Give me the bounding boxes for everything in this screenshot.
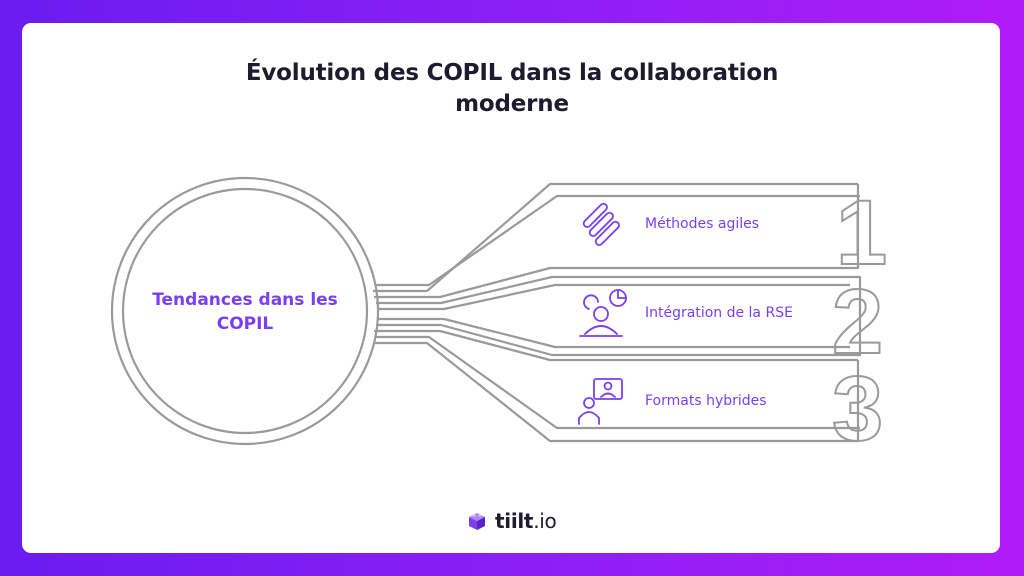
arm-1-bottom bbox=[374, 184, 860, 299]
csr-person-chart-icon bbox=[579, 289, 627, 337]
content-card bbox=[22, 23, 1000, 553]
item-label-csr-integration: Intégration de la RSE bbox=[645, 305, 793, 321]
hybrid-remote-person-icon bbox=[578, 378, 623, 425]
hub-label: Tendances dans les COPIL bbox=[152, 290, 338, 334]
item-label-agile-methods: Méthodes agiles bbox=[645, 216, 760, 232]
hub-circle-inner bbox=[121, 187, 369, 435]
brand-wordmark: tiilt.io bbox=[495, 509, 557, 533]
brand-name: tiilt bbox=[495, 509, 534, 533]
puzzle-brick-icon bbox=[469, 513, 485, 530]
arm-2-inner-top bbox=[378, 283, 850, 311]
title-line-1: Évolution des COPIL dans la collaboratio… bbox=[245, 60, 779, 86]
hub-circle-outer bbox=[110, 176, 380, 446]
number-2: 2 bbox=[832, 271, 883, 373]
agile-stripes-icon bbox=[582, 202, 620, 246]
number-3: 3 bbox=[832, 358, 883, 460]
item-label-hybrid-formats: Formats hybrides bbox=[645, 393, 767, 409]
brand-logo: tiilt.io bbox=[465, 508, 557, 534]
title-line-2: moderne bbox=[455, 91, 569, 117]
arm-2-ribbon bbox=[376, 275, 862, 357]
page-title: Évolution des COPIL dans la collaboratio… bbox=[0, 58, 1024, 120]
brand-suffix: .io bbox=[533, 509, 557, 533]
arm-3-top bbox=[374, 329, 858, 362]
arm-3-outer bbox=[373, 341, 860, 443]
arm-3-inner bbox=[376, 335, 860, 430]
number-1: 1 bbox=[836, 182, 887, 284]
arm-1-inner bbox=[376, 194, 860, 287]
arm-1-outer bbox=[373, 182, 858, 293]
arm-2-inner-bottom bbox=[378, 317, 850, 349]
